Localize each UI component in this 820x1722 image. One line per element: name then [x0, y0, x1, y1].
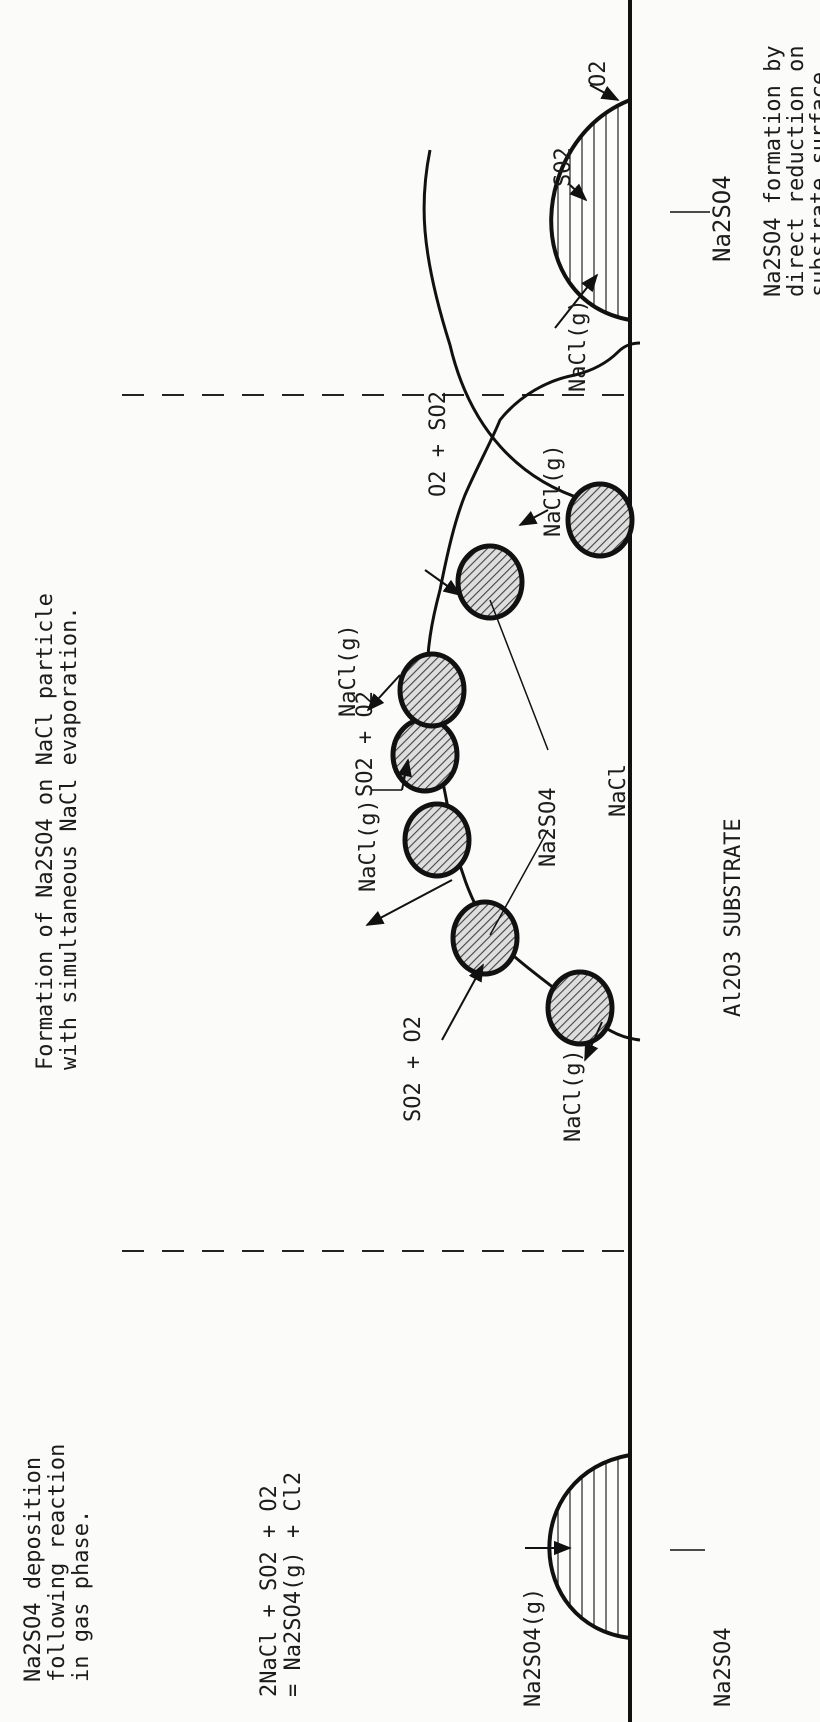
- middle-label-nacl-g-4: NaCl(g): [561, 1049, 586, 1142]
- na2so4-pointer-1: [490, 600, 548, 750]
- middle-label-so2-o2-center: SO2 + O2: [353, 691, 378, 797]
- na2so4-crystal: [405, 804, 469, 876]
- right-caption-line-1: Na2SO4 formation by: [761, 45, 786, 297]
- left-caption-line-2: following reaction: [45, 1444, 70, 1682]
- right-caption-line-2: direct reduction on: [784, 45, 809, 297]
- left-label-na2so4-g: Na2SO4(g): [521, 1588, 546, 1707]
- left-equation-line-1: 2NaCl + SO2 + O2: [257, 1485, 282, 1697]
- left-na2so4-deposit: [549, 1455, 630, 1638]
- substrate-label: Al2O3 SUBSTRATE: [721, 818, 746, 1017]
- so2-o2-arrow-bottom: [442, 965, 483, 1040]
- right-na2so4-deposit: [551, 100, 630, 320]
- middle-label-nacl: NaCl: [606, 764, 631, 817]
- left-label-na2so4: Na2SO4: [711, 1628, 736, 1707]
- middle-caption-line-1: Formation of Na2SO4 on NaCl particle: [33, 593, 58, 1070]
- middle-label-o2-so2-top: O2 + SO2: [426, 391, 451, 497]
- left-caption-line-3: in gas phase.: [69, 1510, 94, 1682]
- na2so4-crystal: [393, 719, 457, 791]
- middle-label-nacl-g-3: NaCl(g): [356, 799, 381, 892]
- left-equation-line-2: = Na2SO4(g) + Cl2: [281, 1472, 306, 1697]
- middle-label-so2-o2-bottom: SO2 + O2: [401, 1016, 426, 1122]
- right-label-nacl-g: NaCl(g): [566, 299, 591, 392]
- right-section: Na2SO4 formation by direct reduction on …: [551, 45, 820, 392]
- right-label-o2: O2: [586, 61, 611, 88]
- right-label-so2: SO2: [551, 147, 576, 187]
- na2so4-crystal: [453, 902, 517, 974]
- middle-label-nacl-g-1: NaCl(g): [541, 444, 566, 537]
- na2so4-pointer-2: [490, 830, 548, 935]
- middle-label-na2so4: Na2SO4: [536, 788, 561, 867]
- right-caption-line-3: substrate surface.: [807, 59, 820, 297]
- middle-caption-line-2: with simultaneous NaCl evaporation.: [57, 606, 82, 1070]
- left-caption-line-1: Na2SO4 deposition: [21, 1457, 46, 1682]
- na2so4-crystal: [458, 546, 522, 618]
- na2so4-crystal: [568, 484, 632, 556]
- right-label-na2so4: Na2SO4: [708, 175, 736, 262]
- na2so4-crystal: [400, 654, 464, 726]
- middle-section: Formation of Na2SO4 on NaCl particle wit…: [33, 98, 640, 1070]
- na2so4-crystal: [548, 972, 612, 1044]
